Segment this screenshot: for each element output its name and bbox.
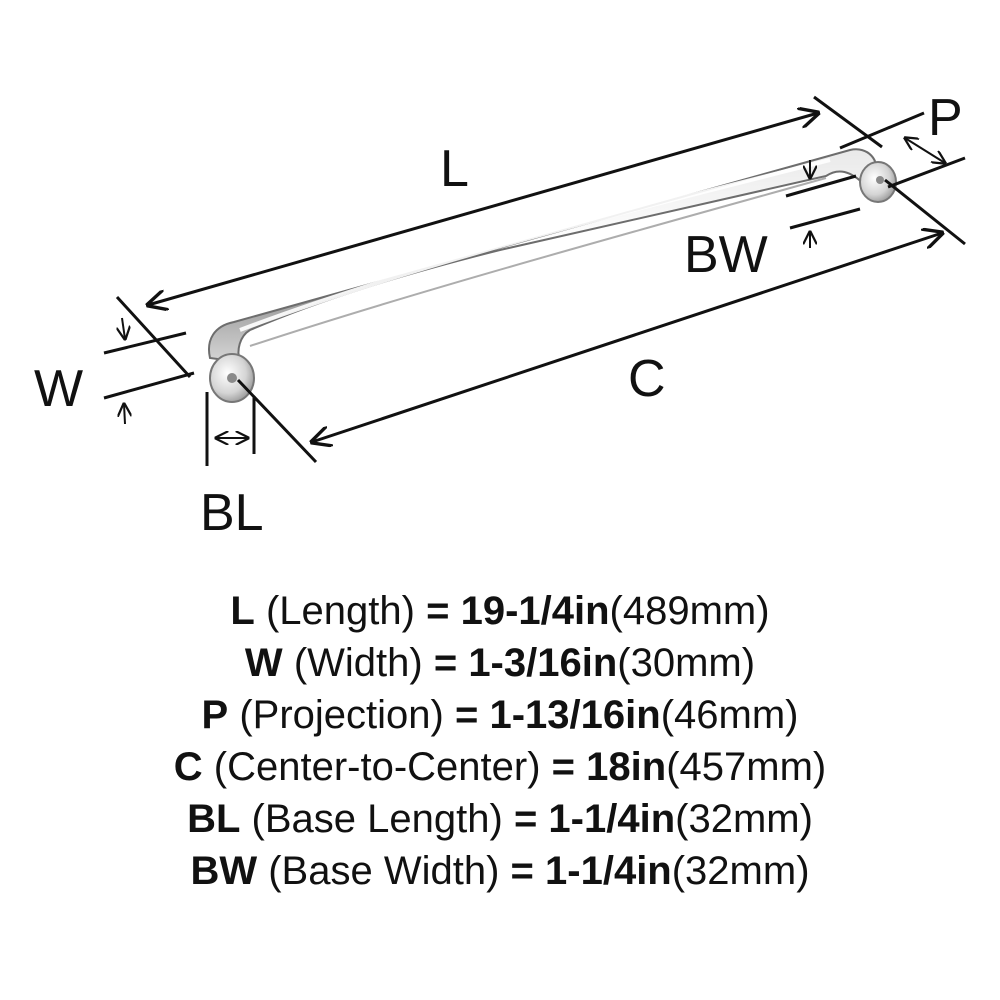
spec-name: (Base Width) (268, 849, 500, 893)
spec-code: W (244, 641, 283, 685)
spec-imperial: 1-1/4in (545, 849, 672, 893)
handle-dimension-diagram: L W P BW C BL (34, 89, 966, 542)
base-width-label: BW (684, 226, 768, 284)
spec-row-projection: P (Projection) = 1-13/16in(46mm) (0, 689, 1000, 741)
spec-row-base-width: BW (Base Width) = 1-1/4in(32mm) (0, 845, 1000, 897)
spec-name: (Base Length) (251, 797, 503, 841)
spec-name: (Length) (265, 589, 415, 633)
projection-arrow (905, 138, 945, 163)
spec-imperial: 19-1/4in (460, 589, 610, 633)
spec-code: BL (187, 797, 241, 841)
spec-code: BW (190, 849, 258, 893)
spec-name: (Width) (293, 641, 423, 685)
spec-equals: = (426, 589, 450, 633)
spec-name: (Projection) (239, 693, 444, 737)
spec-metric: (46mm) (660, 693, 799, 737)
center-to-center-arrow (312, 233, 942, 442)
center-to-center-dimension: C (236, 178, 966, 464)
projection-dimension: P (839, 89, 966, 189)
spec-metric: (32mm) (675, 797, 813, 841)
length-arrow (148, 113, 818, 305)
spec-metric: (32mm) (671, 849, 810, 893)
width-arrow-bottom (124, 404, 125, 425)
spec-code: L (230, 589, 255, 633)
spec-metric: (489mm) (609, 589, 770, 633)
spec-code: P (201, 693, 229, 737)
length-dimension: L (115, 95, 883, 379)
spec-equals: = (454, 693, 479, 737)
spec-equals: = (433, 641, 458, 685)
spec-imperial: 1-1/4in (548, 797, 676, 841)
center-to-center-label: C (628, 350, 666, 408)
spec-imperial: 1-3/16in (468, 641, 618, 685)
spec-row-length: L (Length) = 19-1/4in(489mm) (0, 585, 1000, 637)
right-base-post (859, 161, 897, 203)
spec-equals: = (551, 745, 576, 789)
projection-label: P (928, 89, 963, 147)
spec-equals: = (513, 797, 538, 841)
specification-list: L (Length) = 19-1/4in(489mm) W (Width) =… (0, 585, 1000, 897)
spec-metric: (30mm) (617, 641, 756, 685)
width-dimension: W (34, 317, 195, 425)
width-label: W (34, 360, 83, 418)
spec-code: C (173, 745, 203, 789)
spec-row-base-length: BL (Base Length) = 1-1/4in(32mm) (0, 793, 1000, 845)
left-base-post (209, 353, 255, 403)
base-length-label: BL (200, 484, 264, 542)
spec-row-width: W (Width) = 1-3/16in(30mm) (0, 637, 1000, 689)
length-label: L (440, 140, 469, 198)
width-arrow-top (122, 317, 125, 339)
pull-handle-illustration (208, 148, 897, 403)
spec-imperial: 1-13/16in (489, 693, 661, 737)
spec-imperial: 18in (586, 745, 667, 789)
base-length-dimension: BL (200, 392, 264, 542)
spec-metric: (457mm) (666, 745, 827, 789)
spec-equals: = (510, 849, 534, 893)
spec-name: (Center-to-Center) (213, 745, 541, 789)
spec-row-center-to-center: C (Center-to-Center) = 18in(457mm) (0, 741, 1000, 793)
